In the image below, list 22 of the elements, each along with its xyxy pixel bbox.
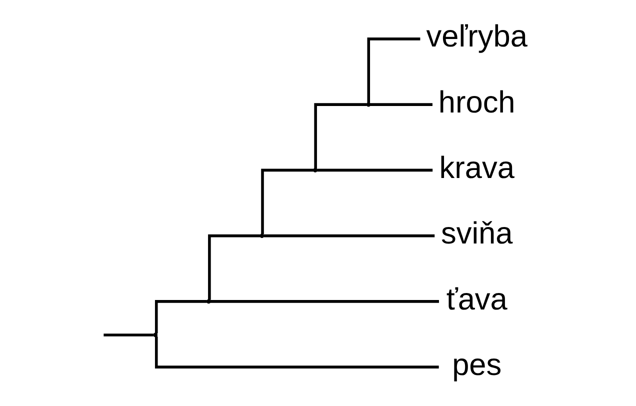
- node-point: [366, 102, 371, 107]
- connector: [317, 168, 433, 172]
- node-point: [260, 234, 264, 238]
- node-point: [206, 299, 211, 304]
- connector: [154, 336, 439, 368]
- node-text: sviňa: [441, 216, 513, 251]
- node-point: [313, 168, 318, 172]
- node-text: krava: [439, 150, 514, 186]
- connector: [208, 234, 260, 300]
- connector: [104, 334, 154, 336]
- connector: [261, 168, 314, 234]
- node-point: [153, 332, 158, 338]
- node-text: ťava: [446, 281, 508, 316]
- node-text: pes: [452, 346, 502, 382]
- connector: [370, 103, 432, 106]
- connector: [154, 300, 207, 334]
- node-text: veľryba: [426, 18, 528, 54]
- connector: [367, 38, 420, 103]
- node-text: hroch: [438, 84, 516, 120]
- connector: [210, 300, 439, 303]
- connector: [314, 103, 367, 169]
- connector: [264, 234, 435, 238]
